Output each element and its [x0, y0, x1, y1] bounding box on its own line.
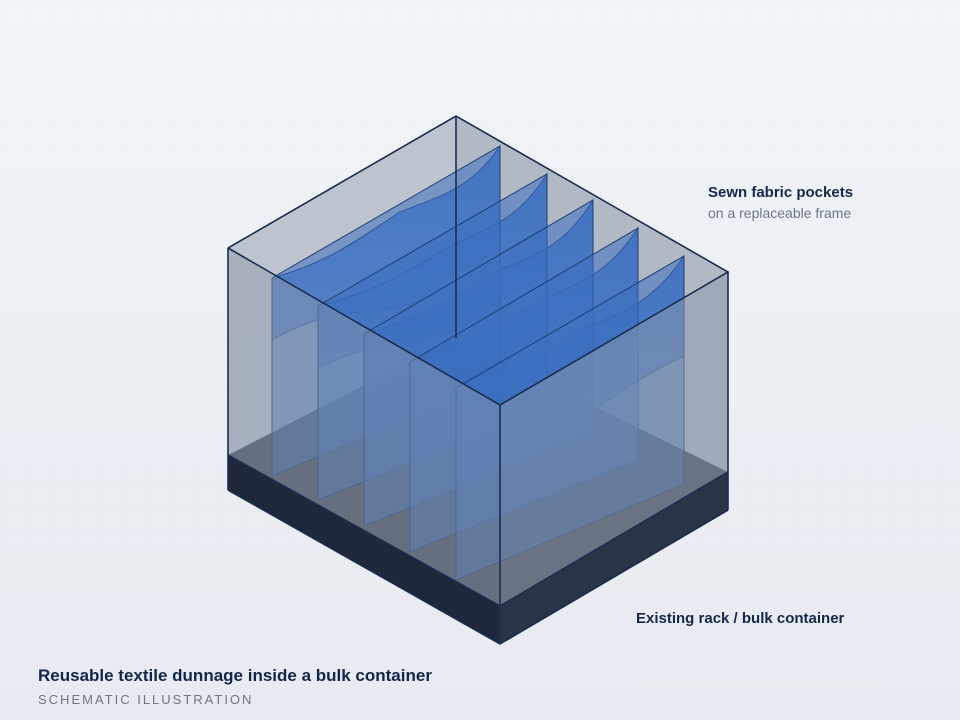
- caption-subtitle: SCHEMATIC ILLUSTRATION: [38, 692, 254, 707]
- container-callout: Existing rack / bulk container: [636, 610, 845, 627]
- container-front-right-wall: [500, 272, 728, 606]
- container-front-left-wall: [228, 248, 500, 606]
- fabric-pockets-title: Sewn fabric pockets: [708, 184, 854, 201]
- container-base-left: [228, 455, 500, 644]
- container-edges: [227, 115, 730, 645]
- caption-title: Reusable textile dunnage inside a bulk c…: [38, 666, 432, 685]
- figure-caption: Reusable textile dunnage inside a bulk c…: [38, 666, 432, 707]
- fabric-pockets-subtitle: on a replaceable frame: [708, 205, 852, 221]
- container-base-right: [500, 472, 728, 644]
- fabric-pockets-callout: Sewn fabric pockets on a replaceable fra…: [708, 184, 853, 224]
